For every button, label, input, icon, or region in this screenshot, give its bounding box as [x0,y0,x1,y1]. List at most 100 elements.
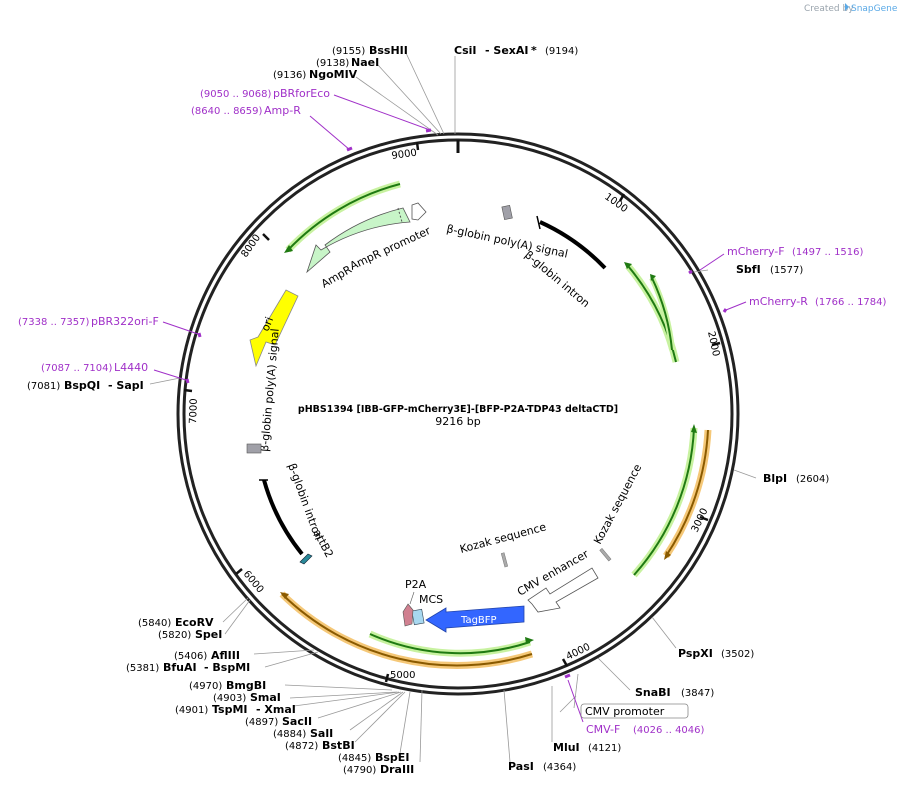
enzyme-pos: (9136) [273,70,306,81]
enzyme-pos: (4845) [338,753,371,764]
enzyme-name: AflIII [211,649,240,662]
tick-label: 6000 [241,569,266,596]
attb2-label: attB2 [310,527,336,560]
enzyme-pos: (5840) [138,618,171,629]
p2a-feature [402,603,414,627]
primer-range: (1497 .. 1516) [792,247,864,258]
primer-lines [153,94,747,723]
primer-marks [185,128,728,679]
cds-arc-right-3 [631,424,698,578]
kozak-marker-1 [500,552,509,568]
tagbfp-arrow [425,605,525,633]
enzyme-pos: (2604) [796,474,829,485]
enzyme-name: SpeI [195,628,222,641]
ampr-arrow [306,202,427,274]
enzyme-star: * [531,44,537,57]
enzyme-name: - SapI [108,379,144,392]
mcs-feature [411,608,425,626]
credit-text: Created by [804,4,854,14]
p2a-label: P2A [405,578,427,591]
enzyme-name: DraIII [380,763,414,776]
cds-arc-bottom-green [368,630,534,657]
enzyme-pos: (4884) [273,729,306,740]
primer-name: CMV-F [586,723,620,736]
enzyme-pos: (4903) [213,693,246,704]
enzyme-name: BstBI [322,739,355,752]
enzyme-pos: (9194) [545,46,578,57]
tick-label: 1000 [602,191,629,215]
enzyme-name: CsiI [454,44,476,57]
plasmid-size: 9216 bp [435,415,480,428]
tick-label: 5000 [390,670,415,681]
enzyme-name: SbfI [736,263,761,276]
primer-range: (9050 .. 9068) [200,89,272,100]
globin-intron-left-arc [262,479,304,556]
enzyme-name: SmaI [250,691,281,704]
enzyme-name: BfuAI [163,661,197,674]
enzyme-name: BspQI [64,379,100,392]
tick-label: 7000 [188,398,200,424]
enzyme-pos: (5820) [158,630,191,641]
kozak-label-2: Kozak sequence [591,462,644,547]
enzyme-name: PasI [508,760,534,773]
kozak-marker-2 [599,547,612,562]
tick-label: 2000 [705,330,721,357]
primer-name: pBR322ori-F [91,315,159,328]
leader-lines [149,52,757,763]
globin-intron-top-arc [539,220,607,270]
primer-range: (8640 .. 8659) [191,106,263,117]
enzyme-pos: (4790) [343,765,376,776]
enzyme-pos: (1577) [770,265,803,276]
snapgene-logo-icon [845,3,849,11]
primer-range: (4026 .. 4046) [633,725,705,736]
enzyme-name: - XmaI [256,703,296,716]
cds-arc-right-2 [649,274,675,351]
enzyme-name: SacII [282,715,312,728]
polya-top-box [501,204,513,221]
enzyme-name: EcoRV [175,616,214,629]
cmv-enhancer-label: CMV enhancer [515,547,591,598]
enzyme-name: SnaBI [635,686,671,699]
primer-name: pBRforEco [273,87,330,100]
mcs-label: MCS [419,593,443,606]
ori-label: ori [259,315,276,333]
enzyme-pos: (9138) [316,58,349,69]
enzyme-pos: (5406) [174,651,207,662]
cds-arc-bottom-orange [279,591,534,669]
primer-range: (7087 .. 7104) [41,363,113,374]
enzyme-name: BmgBI [226,679,266,692]
enzyme-pos: (7081) [27,381,60,392]
enzyme-name: TspMI [212,703,248,716]
plasmid-name: pHBS1394 [IBB-GFP-mCherry3E]-[BFP-P2A-TD… [298,404,618,415]
primer-name: mCherry-R [749,295,808,308]
enzyme-name: BspEI [375,751,409,764]
enzyme-pos: (4121) [588,743,621,754]
ampr-label: AmpR [319,263,354,291]
enzyme-name: - SexAI [485,44,528,57]
enzyme-pos: (4364) [543,762,576,773]
enzyme-pos: (3502) [721,649,754,660]
enzyme-pos: (4901) [175,705,208,716]
enzyme-pos: (4872) [285,741,318,752]
primer-name: mCherry-F [727,245,785,258]
tick-label: 9000 [391,148,418,162]
primer-name: L4440 [114,361,148,374]
enzyme-pos: (3847) [681,688,714,699]
primer-range: (1766 .. 1784) [815,297,887,308]
enzyme-pos: (4897) [245,717,278,728]
enzyme-name: PspXI [678,647,713,660]
kozak-label-1: Kozak sequence [458,520,547,556]
brand-text: SnapGene [851,4,898,14]
enzyme-name: NaeI [351,56,379,69]
ori-arrow [249,289,299,368]
primer-range: (7338 .. 7357) [18,317,90,328]
enzyme-name: BssHII [369,44,408,57]
tick-marks [183,141,721,683]
enzyme-name: BlpI [763,472,787,485]
enzyme-pos: (4970) [189,681,222,692]
primer-name: Amp-R [264,104,301,117]
cds-arc-right-orange [663,429,712,560]
enzyme-name: - BspMI [204,661,250,674]
cds-arc-top-left [284,180,401,253]
